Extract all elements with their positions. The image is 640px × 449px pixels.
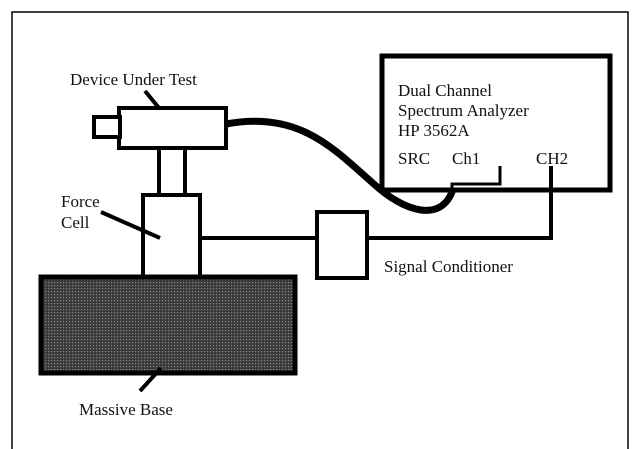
device-under-test-nozzle [92, 115, 122, 139]
signal-conditioner-box [315, 210, 369, 280]
force-cell-label-line1: Force [61, 192, 100, 211]
ch1-connector [450, 166, 502, 190]
device-under-test-body [117, 106, 228, 150]
device-under-test-pointer [143, 89, 161, 110]
force-cell-pointer [100, 210, 161, 240]
device-under-test-label: Device Under Test [70, 70, 197, 89]
conditioner-to-ch2-line [367, 166, 553, 240]
spectrum-analyzer-box [379, 53, 613, 193]
signal-conditioner-label: Signal Conditioner [384, 257, 513, 276]
analyzer-title-line1: Dual Channel [398, 81, 492, 100]
massive-base [38, 274, 298, 376]
port-label-ch2: CH2 [536, 149, 568, 168]
massive-base-pointer [138, 366, 163, 393]
port-label-src: SRC [398, 149, 430, 168]
massive-base-label: Massive Base [79, 400, 173, 419]
port-label-ch1: Ch1 [452, 149, 480, 168]
device-to-analyzer-cable [222, 117, 456, 214]
mount-post [157, 146, 187, 197]
force-cell-label-line2: Cell [61, 213, 90, 232]
analyzer-model: HP 3562A [398, 121, 470, 140]
figure-frame [11, 11, 629, 449]
analyzer-title-line2: Spectrum Analyzer [398, 101, 529, 120]
